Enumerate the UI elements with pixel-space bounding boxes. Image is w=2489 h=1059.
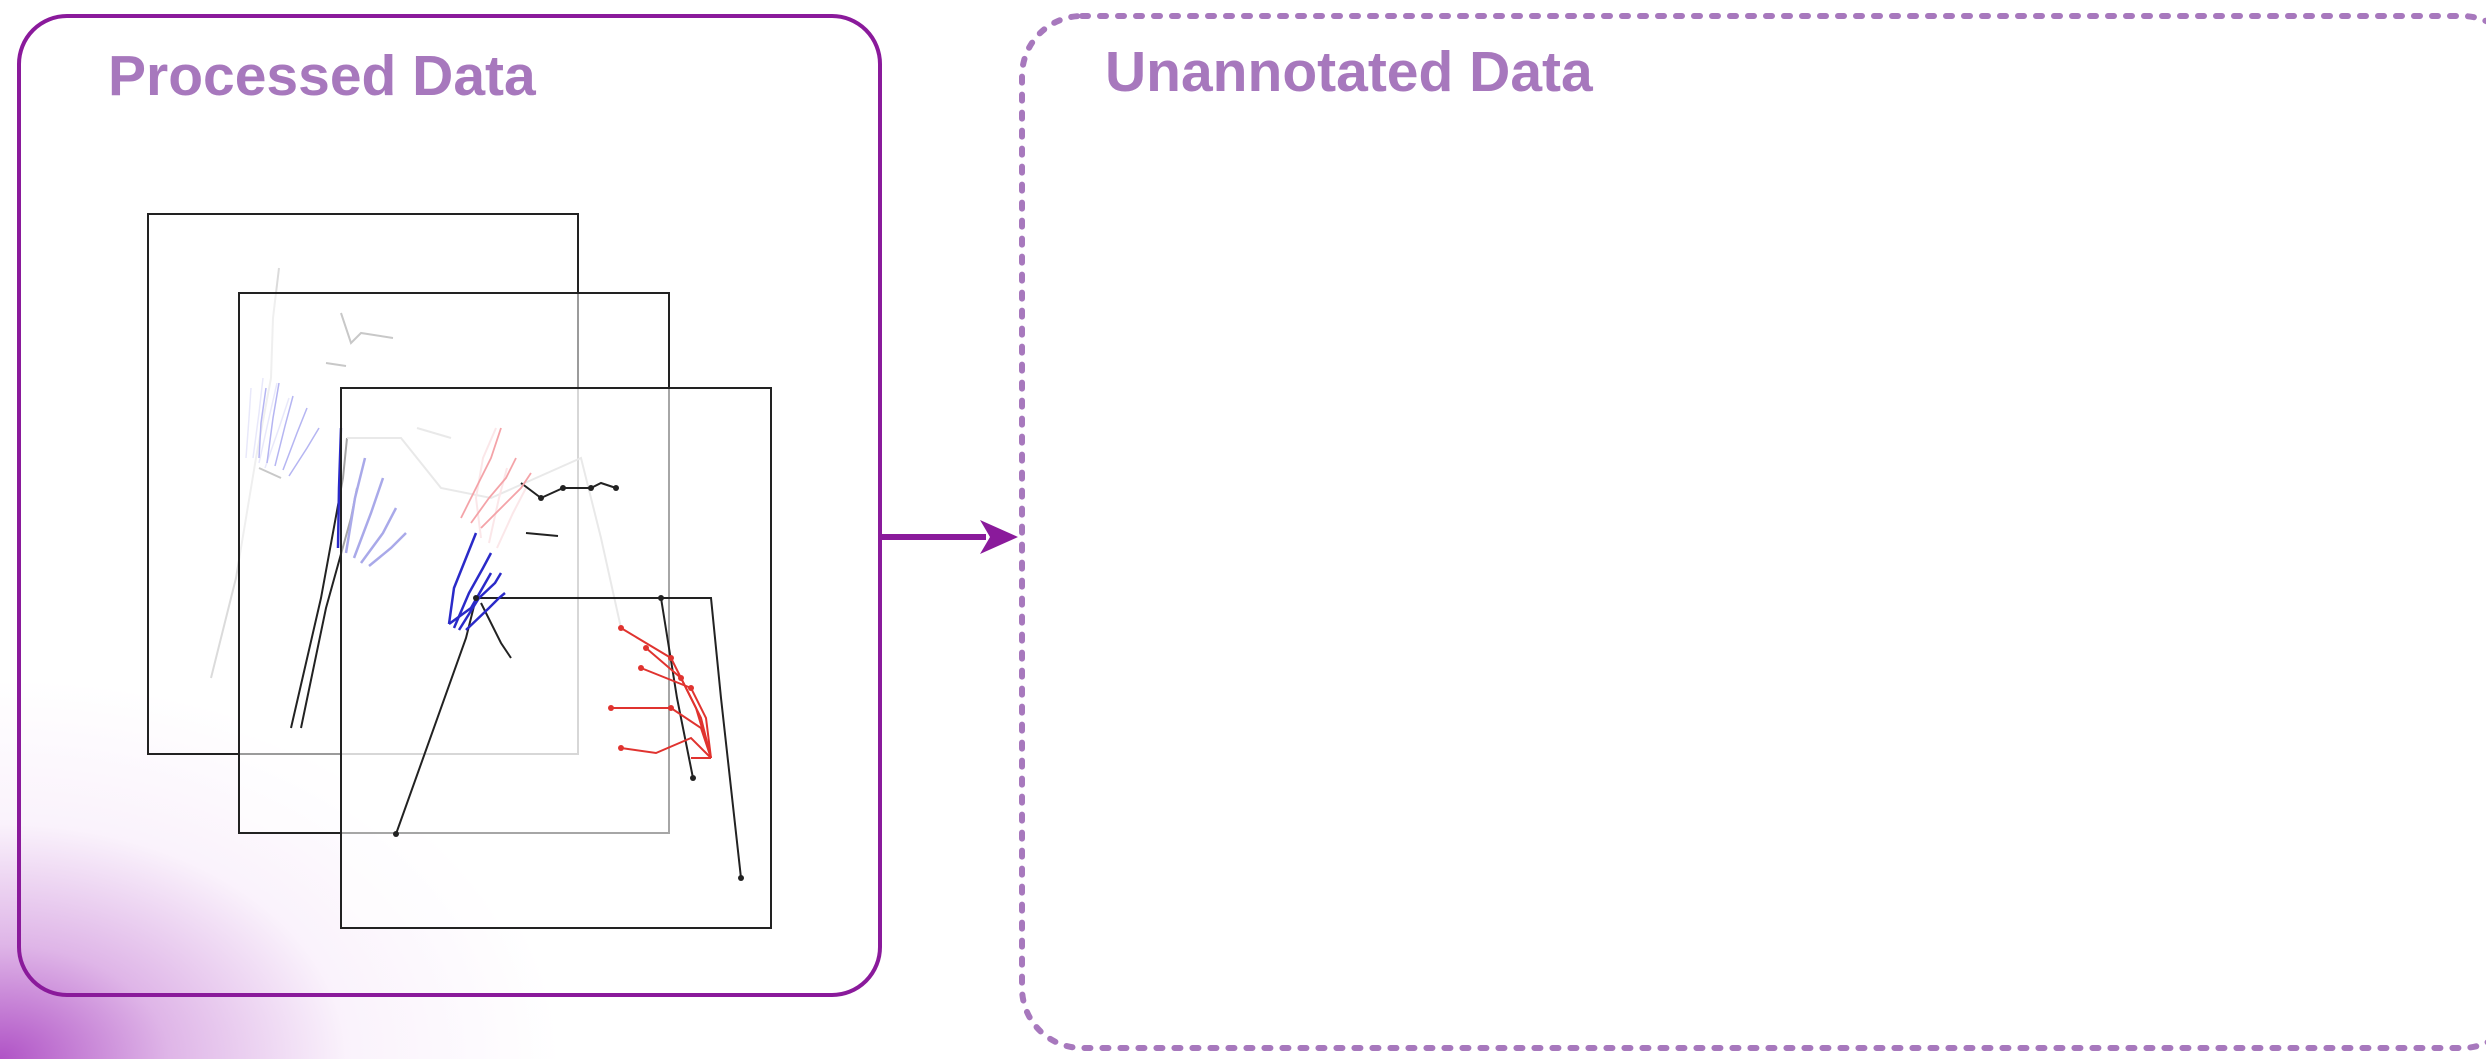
pose-frame-stack [147, 213, 772, 929]
processed-data-panel: Processed Data [17, 14, 882, 997]
dotted-border [1019, 13, 2486, 1051]
flow-arrow-icon [882, 520, 1018, 554]
unannotated-data-title: Unannotated Data [1105, 40, 1593, 104]
pose-frame-front [340, 387, 772, 929]
unannotated-data-panel: Unannotated Data [1018, 12, 2486, 1052]
